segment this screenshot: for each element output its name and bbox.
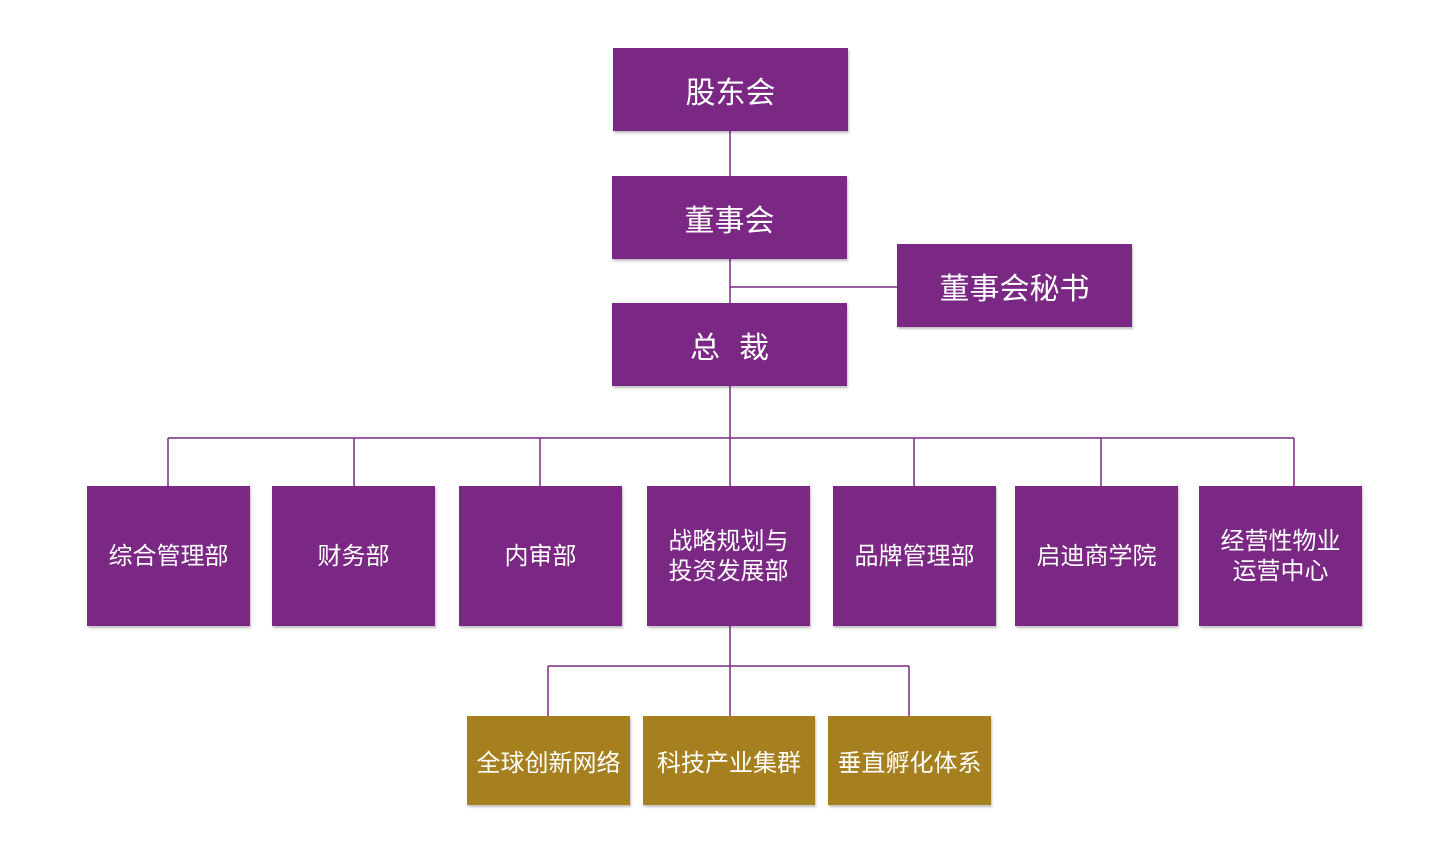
node-board-secretary-label: 董事会秘书 [939, 271, 1090, 307]
node-shareholders-label: 股东会 [685, 75, 776, 111]
node-department-label: 战略规划与 投资发展部 [668, 527, 789, 585]
node-strategy-unit: 科技产业集群 [643, 716, 815, 805]
node-strategy-unit-label: 全球创新网络 [476, 749, 621, 777]
node-department-strategy: 战略规划与 投资发展部 [647, 486, 810, 626]
node-strategy-unit: 垂直孵化体系 [828, 716, 991, 805]
node-department-label: 品牌管理部 [854, 542, 975, 570]
node-president-label: 总 裁 [689, 330, 770, 366]
node-department: 经营性物业 运营中心 [1199, 486, 1362, 626]
node-department-label: 财务部 [317, 542, 390, 570]
node-strategy-unit: 全球创新网络 [467, 716, 630, 805]
node-department: 启迪商学院 [1015, 486, 1178, 626]
node-department: 综合管理部 [87, 486, 250, 626]
node-strategy-unit-label: 科技产业集群 [657, 749, 801, 777]
node-board-secretary: 董事会秘书 [897, 244, 1132, 327]
node-board: 董事会 [612, 176, 847, 259]
node-department-label: 启迪商学院 [1036, 542, 1157, 570]
node-president: 总 裁 [612, 303, 847, 386]
node-department: 财务部 [272, 486, 435, 626]
node-department-label: 综合管理部 [108, 542, 229, 570]
node-department: 品牌管理部 [833, 486, 996, 626]
node-board-label: 董事会 [684, 203, 775, 239]
node-shareholders: 股东会 [613, 48, 848, 131]
node-department-label: 内审部 [504, 542, 577, 570]
node-strategy-unit-label: 垂直孵化体系 [837, 749, 982, 777]
node-department: 内审部 [459, 486, 622, 626]
node-department-label: 经营性物业 运营中心 [1220, 527, 1341, 585]
